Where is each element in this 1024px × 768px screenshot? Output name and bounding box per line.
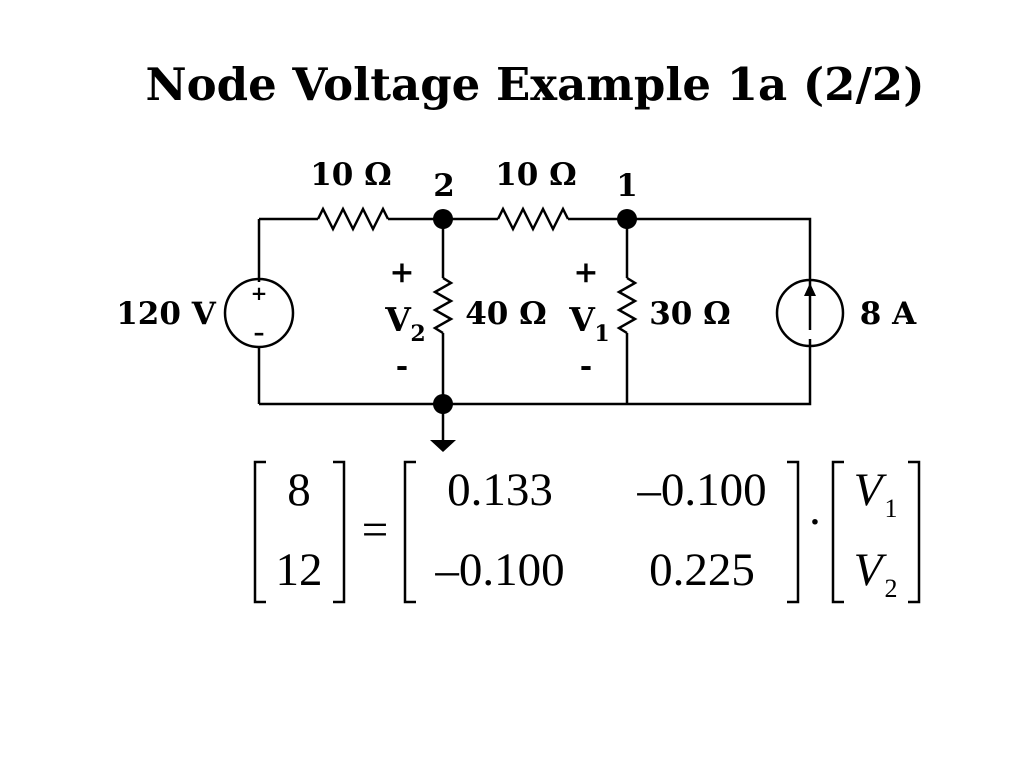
- v2-subscript: 2: [410, 321, 425, 347]
- lhs-value-2: 12: [276, 544, 323, 596]
- vector-v2-letter: V: [854, 544, 888, 596]
- matrix-equation: 8 12 = 0.133 –0.100 –0.100 0.225 · V 1 V…: [253, 460, 921, 604]
- vsource-minus: –: [254, 320, 265, 346]
- v1-minus: -: [580, 349, 592, 384]
- lhs-left-bracket: [253, 460, 266, 604]
- label-node-2: 2: [433, 168, 455, 204]
- node-2-dot: [433, 209, 453, 229]
- circuit-diagram: [223, 206, 845, 440]
- resistor-30: [616, 276, 638, 335]
- wire-top-right: [568, 217, 812, 287]
- vector-v2-subscript: 2: [885, 574, 898, 603]
- matrix-right-bracket: [787, 460, 800, 604]
- vector-left-bracket: [831, 460, 844, 604]
- label-r-left: 10 Ω: [310, 157, 392, 193]
- label-r-middle: 10 Ω: [495, 157, 577, 193]
- current-source-circle: [775, 278, 845, 348]
- matrix-cell-1-1: 0.133: [447, 464, 553, 516]
- v1-subscript: 1: [594, 321, 609, 347]
- v1-letter: V: [568, 300, 596, 339]
- matrix-left-bracket: [403, 460, 416, 604]
- matrix-cell-2-1: –0.100: [434, 544, 564, 596]
- label-voltage-source: 120 V: [116, 296, 217, 332]
- wire-bottom: [259, 339, 812, 406]
- v2-plus: +: [389, 255, 414, 290]
- slide-title: Node Voltage Example 1a (2/2): [145, 58, 925, 111]
- vector-v1-letter: V: [854, 464, 888, 516]
- v2-minus: -: [396, 349, 408, 384]
- node-1-dot: [617, 209, 637, 229]
- current-source-arrow-head: [804, 283, 816, 296]
- matrix-cell-2-2: 0.225: [649, 544, 755, 596]
- resistor-10-middle: [496, 206, 570, 232]
- label-current-source: 8 A: [860, 296, 917, 332]
- v2-letter: V: [384, 300, 412, 339]
- lhs-value-1: 8: [287, 464, 311, 516]
- label-r-30: 30 Ω: [649, 296, 731, 332]
- v1-plus: +: [573, 255, 598, 290]
- label-node-1: 1: [616, 168, 638, 204]
- matrix-cell-1-2: –0.100: [636, 464, 766, 516]
- vsource-plus: +: [251, 281, 268, 305]
- ground-icon: [430, 440, 456, 452]
- multiply-dot: ·: [807, 496, 823, 548]
- ground-node-dot: [433, 394, 453, 414]
- label-r-40: 40 Ω: [465, 296, 547, 332]
- lhs-right-bracket: [333, 460, 346, 604]
- vector-v1-subscript: 1: [885, 494, 898, 523]
- vector-right-bracket: [908, 460, 921, 604]
- resistor-40: [432, 276, 454, 335]
- equals-sign: =: [362, 504, 389, 556]
- resistor-10-left: [316, 206, 390, 232]
